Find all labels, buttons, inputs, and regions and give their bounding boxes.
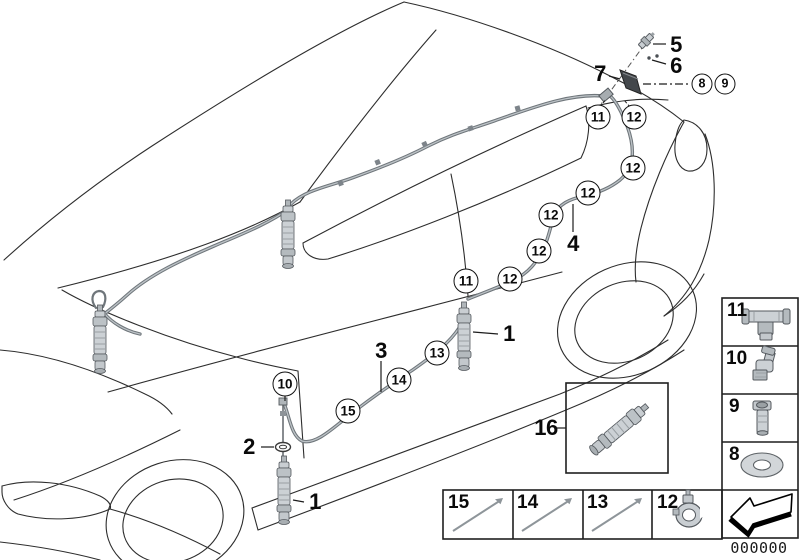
rear-wheel-arch-outer (556, 261, 698, 379)
grommet-ring (274, 441, 292, 453)
legend-column-frame[interactable] (721, 297, 799, 539)
leader-lines (261, 43, 690, 503)
elbow-connector-icon (752, 345, 776, 381)
callout-circle-9[interactable]: 9 (714, 73, 736, 95)
front-wheel-arch-outer (105, 459, 245, 560)
callout-bold-6[interactable]: 6 (670, 53, 682, 78)
trunk-rear-edge (663, 133, 715, 317)
front-wheel-arch-inner (122, 478, 224, 560)
roof-hose (289, 93, 605, 206)
legend-hose-icon-13 (591, 498, 642, 532)
legend-hose-icon-14 (521, 498, 572, 532)
callout-bold-16[interactable]: 16 (534, 415, 558, 440)
callout-circle-14[interactable]: 14 (386, 367, 412, 393)
callout-bold-1-door[interactable]: 1 (503, 321, 515, 346)
car-outline (0, 1, 715, 560)
callout-bold-3[interactable]: 3 (375, 338, 387, 363)
callout-circle-8[interactable]: 8 (691, 73, 713, 95)
pipe-clip (280, 411, 286, 416)
legend-row-label-14[interactable]: 14 (517, 492, 539, 513)
rocker-hose (283, 305, 466, 444)
grommet-ring-hole (278, 444, 288, 450)
callout-circle-11-rear[interactable]: 11 (585, 104, 611, 130)
roof-a-pillar-hood-line (3, 1, 405, 261)
rear-wheel-arch-inner (574, 280, 674, 364)
inline-pump-icon (586, 399, 653, 459)
windshield-bottom-line (57, 201, 301, 289)
spray-nozzle-icon (638, 32, 655, 49)
sill-bottom-line (251, 349, 685, 531)
character-line (107, 271, 563, 393)
clamp-icon (672, 489, 706, 528)
callout-bold-7[interactable]: 7 (594, 61, 606, 86)
legend-column-label-9[interactable]: 9 (729, 396, 740, 417)
callout-circle-11-door[interactable]: 11 (453, 268, 479, 294)
callout-circle-15[interactable]: 15 (335, 398, 361, 424)
legend-row-label-15[interactable]: 15 (448, 492, 470, 513)
front-bumper-lines (0, 508, 221, 560)
diagram-code: 000000 (730, 539, 788, 557)
roofline-rear (403, 1, 685, 123)
legend-column-label-11[interactable]: 11 (727, 300, 748, 321)
legend-row-label-13[interactable]: 13 (587, 492, 609, 513)
screw-plug-icon (752, 400, 772, 436)
rocker-pipe-assembly (274, 397, 292, 458)
pump-door (456, 301, 472, 371)
callout-circle-10[interactable]: 10 (272, 371, 298, 397)
door-front-edge (297, 370, 305, 459)
pump-top-loop (91, 289, 107, 310)
pump-rocker (276, 455, 292, 525)
callout-bold-5[interactable]: 5 (670, 32, 682, 57)
callout-circle-12-a[interactable]: 12 (621, 104, 647, 130)
legend-hose-icon-15 (452, 498, 503, 532)
legend-column-label-8[interactable]: 8 (729, 444, 740, 465)
direction-arrow-icon (728, 493, 793, 538)
callout-bold-2[interactable]: 2 (243, 434, 255, 459)
screw-dot-2 (655, 54, 659, 58)
windshield-far-pillar-line (299, 29, 437, 203)
trunk-side-seam (634, 121, 685, 283)
callout-circle-12-f[interactable]: 12 (497, 266, 523, 292)
callout-circle-13[interactable]: 13 (424, 340, 450, 366)
rear-nozzle-assembly (595, 32, 659, 112)
tail-lamp (674, 119, 708, 172)
legend-frames (442, 297, 799, 540)
pump-cowl-right (280, 199, 296, 269)
callout-circle-12-c[interactable]: 12 (575, 180, 601, 206)
callout-circle-12-e[interactable]: 12 (526, 238, 552, 264)
front-fender-line (0, 349, 173, 415)
rear-bumper-crease (663, 273, 705, 317)
hoses (91, 93, 635, 444)
tee-connector-icon (741, 308, 791, 341)
bracket-highlight (622, 72, 639, 80)
sill-top-line (251, 339, 669, 509)
pipe-fitting (278, 397, 288, 406)
legend-column-label-10[interactable]: 10 (726, 348, 748, 369)
callout-circle-12-b[interactable]: 12 (620, 155, 646, 181)
screw-dot-1 (647, 56, 651, 60)
callout-circle-12-d[interactable]: 12 (538, 202, 564, 228)
cowl-hose (91, 206, 292, 336)
hood-cut-line (13, 429, 181, 501)
hose-end-connector (598, 87, 614, 103)
bracket-wedge (619, 69, 642, 95)
inset-16-frame[interactable] (565, 382, 669, 474)
pump-front-left (92, 304, 108, 374)
callout-bold-1-rocker[interactable]: 1 (309, 489, 321, 514)
callout-bold-4[interactable]: 4 (567, 231, 579, 256)
legend-row-label-12[interactable]: 12 (657, 492, 679, 513)
side-glass (302, 105, 590, 260)
washer-icon (740, 452, 784, 478)
headlight (1, 481, 112, 520)
